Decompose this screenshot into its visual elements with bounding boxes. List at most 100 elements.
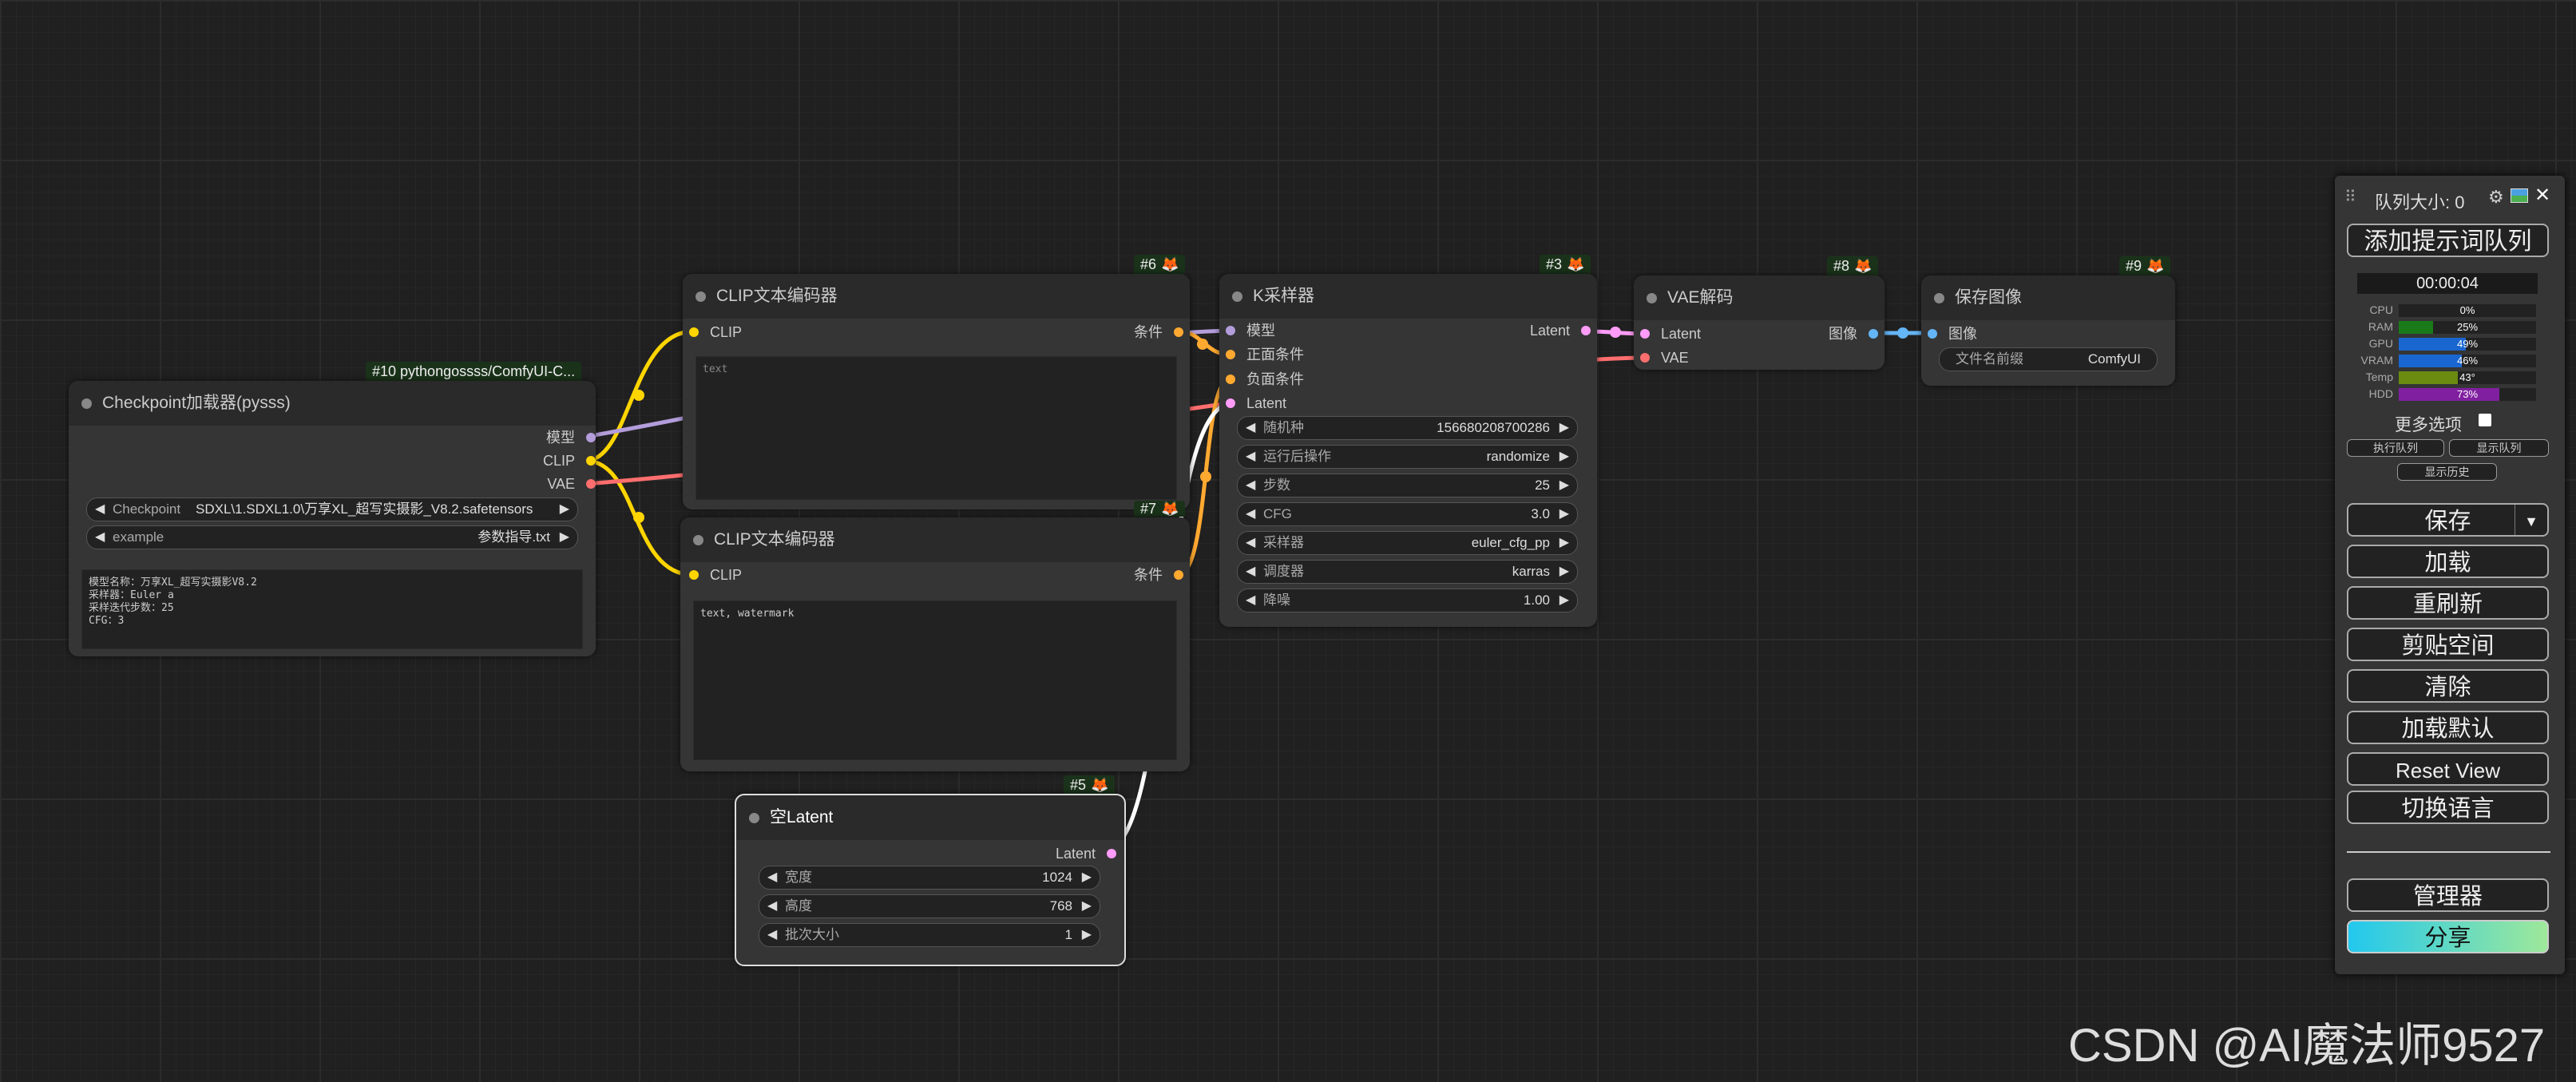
decrement-arrow-icon[interactable]: ◀ — [1246, 507, 1256, 521]
input-image[interactable]: 图像 — [1928, 325, 1977, 343]
sampler-widget[interactable]: ◀ 采样器 euler_cfg_pp ▶ — [1237, 531, 1578, 555]
input-pin-icon[interactable] — [1226, 375, 1235, 384]
collapse-dot-icon[interactable] — [749, 813, 759, 823]
input-negative[interactable]: 负面条件 — [1226, 371, 1304, 388]
output-pin-icon[interactable] — [1174, 570, 1183, 580]
collapse-dot-icon[interactable] — [81, 398, 92, 409]
increment-arrow-icon[interactable]: ▶ — [1559, 478, 1569, 492]
output-model[interactable]: 模型 — [546, 429, 596, 446]
output-pin-icon[interactable] — [586, 479, 596, 489]
save-image-node[interactable]: 保存图像 图像 文件名前缀 ComfyUI — [1921, 275, 2175, 386]
drag-handle-icon[interactable]: ⠿ — [2344, 188, 2356, 206]
node-title-bar[interactable]: 保存图像 — [1921, 275, 2175, 320]
checkpoint-loader-node[interactable]: Checkpoint加载器(pysss) 模型 CLIP VAE ◀ Check… — [69, 381, 596, 656]
view-history-button[interactable]: 显示历史 — [2397, 463, 2497, 481]
decrement-arrow-icon[interactable]: ◀ — [1246, 450, 1256, 463]
reset-view-button[interactable]: Reset View — [2347, 752, 2549, 786]
vae-decode-node[interactable]: VAE解码 Latent VAE 图像 — [1634, 275, 1884, 370]
save-button[interactable]: 保存 ▼ — [2347, 503, 2549, 537]
gallery-image-icon[interactable] — [2511, 188, 2528, 203]
scheduler-widget[interactable]: ◀ 调度器 karras ▶ — [1237, 560, 1578, 584]
increment-arrow-icon[interactable]: ▶ — [1559, 536, 1569, 549]
input-clip[interactable]: CLIP — [689, 323, 742, 341]
increment-arrow-icon[interactable]: ▶ — [1559, 593, 1569, 607]
filename-prefix-widget[interactable]: 文件名前缀 ComfyUI — [1939, 347, 2158, 371]
input-model[interactable]: 模型 — [1226, 322, 1275, 339]
input-clip[interactable]: CLIP — [689, 566, 742, 584]
decrement-arrow-icon[interactable]: ◀ — [95, 530, 105, 544]
output-pin-icon[interactable] — [1174, 327, 1183, 337]
collapse-dot-icon[interactable] — [1647, 293, 1657, 303]
prompt-textarea[interactable]: text, watermark — [693, 600, 1177, 760]
decrement-arrow-icon[interactable]: ◀ — [1246, 421, 1256, 434]
node-title-bar[interactable]: 空Latent — [736, 795, 1124, 840]
output-image[interactable]: 图像 — [1829, 325, 1878, 343]
input-pin-icon[interactable] — [689, 570, 699, 580]
close-icon[interactable]: ✕ — [2534, 184, 2551, 206]
input-pin-icon[interactable] — [1640, 329, 1650, 339]
increment-arrow-icon[interactable]: ▶ — [1081, 870, 1092, 884]
load-button[interactable]: 加载 — [2347, 545, 2549, 578]
prompt-textarea[interactable]: text — [696, 356, 1177, 500]
output-clip[interactable]: CLIP — [543, 452, 596, 470]
clipspace-button[interactable]: 剪贴空间 — [2347, 628, 2549, 661]
decrement-arrow-icon[interactable]: ◀ — [1246, 536, 1256, 549]
decrement-arrow-icon[interactable]: ◀ — [1246, 565, 1256, 578]
output-pin-icon[interactable] — [1581, 326, 1591, 335]
node-title-bar[interactable]: VAE解码 — [1634, 275, 1884, 320]
save-dropdown-icon[interactable]: ▼ — [2515, 505, 2547, 535]
steps-widget[interactable]: ◀ 步数 25 ▶ — [1237, 474, 1578, 497]
settings-gear-icon[interactable]: ⚙ — [2488, 187, 2504, 207]
decrement-arrow-icon[interactable]: ◀ — [767, 870, 778, 884]
node-title-bar[interactable]: CLIP文本编码器 — [680, 517, 1190, 562]
height-widget[interactable]: ◀ 高度 768 ▶ — [759, 894, 1100, 918]
increment-arrow-icon[interactable]: ▶ — [1559, 565, 1569, 578]
collapse-dot-icon[interactable] — [696, 291, 706, 302]
output-latent[interactable]: Latent — [1530, 322, 1591, 339]
decrement-arrow-icon[interactable]: ◀ — [1246, 593, 1256, 607]
increment-arrow-icon[interactable]: ▶ — [559, 530, 569, 544]
input-pin-icon[interactable] — [1226, 398, 1235, 408]
refresh-button[interactable]: 重刷新 — [2347, 586, 2549, 620]
control-after-generate-widget[interactable]: ◀ 运行后操作 randomize ▶ — [1237, 445, 1578, 469]
empty-latent-node[interactable]: 空Latent Latent ◀ 宽度 1024 ▶ ◀ 高度 768 ▶ ◀ … — [735, 794, 1126, 966]
input-latent[interactable]: Latent — [1226, 394, 1286, 412]
decrement-arrow-icon[interactable]: ◀ — [767, 899, 778, 913]
clear-button[interactable]: 清除 — [2347, 669, 2549, 703]
batch-size-widget[interactable]: ◀ 批次大小 1 ▶ — [759, 923, 1100, 947]
output-pin-icon[interactable] — [1107, 849, 1116, 858]
increment-arrow-icon[interactable]: ▶ — [1559, 450, 1569, 463]
manager-button[interactable]: 管理器 — [2347, 878, 2549, 912]
collapse-dot-icon[interactable] — [693, 535, 703, 545]
output-pin-icon[interactable] — [586, 433, 596, 442]
input-pin-icon[interactable] — [1928, 329, 1937, 339]
output-vae[interactable]: VAE — [547, 475, 596, 493]
cfg-widget[interactable]: ◀ CFG 3.0 ▶ — [1237, 502, 1578, 526]
ckpt-name-widget[interactable]: ◀ Checkpoint SDXL\1.SDXL1.0\万享XL_超写实摄影_V… — [86, 497, 578, 521]
share-button[interactable]: 分享 — [2347, 920, 2549, 953]
extra-options-checkbox[interactable] — [2479, 414, 2491, 426]
increment-arrow-icon[interactable]: ▶ — [559, 502, 569, 516]
node-title-bar[interactable]: Checkpoint加载器(pysss) — [69, 381, 596, 426]
input-pin-icon[interactable] — [1226, 350, 1235, 359]
decrement-arrow-icon[interactable]: ◀ — [767, 928, 778, 941]
show-queue-button[interactable]: 显示队列 — [2449, 439, 2549, 457]
collapse-dot-icon[interactable] — [1934, 293, 1944, 303]
node-title-bar[interactable]: CLIP文本编码器 — [683, 274, 1190, 319]
output-conditioning[interactable]: 条件 — [1134, 566, 1183, 584]
clip-text-encode-negative-node[interactable]: CLIP文本编码器 CLIP 条件 text, watermark — [680, 517, 1190, 771]
view-queue-button[interactable]: 执行队列 — [2347, 439, 2444, 457]
input-vae[interactable]: VAE — [1640, 349, 1689, 367]
queue-prompt-button[interactable]: 添加提示词队列 — [2347, 224, 2549, 257]
output-pin-icon[interactable] — [1869, 329, 1878, 339]
decrement-arrow-icon[interactable]: ◀ — [1246, 478, 1256, 492]
width-widget[interactable]: ◀ 宽度 1024 ▶ — [759, 866, 1100, 890]
output-pin-icon[interactable] — [586, 456, 596, 466]
example-widget[interactable]: ◀ example 参数指导.txt ▶ — [86, 525, 578, 549]
load-default-button[interactable]: 加载默认 — [2347, 711, 2549, 744]
input-pin-icon[interactable] — [1640, 353, 1650, 363]
denoise-widget[interactable]: ◀ 降噪 1.00 ▶ — [1237, 589, 1578, 612]
input-pin-icon[interactable] — [689, 327, 699, 337]
seed-widget[interactable]: ◀ 随机种 156680208700286 ▶ — [1237, 416, 1578, 440]
increment-arrow-icon[interactable]: ▶ — [1559, 507, 1569, 521]
